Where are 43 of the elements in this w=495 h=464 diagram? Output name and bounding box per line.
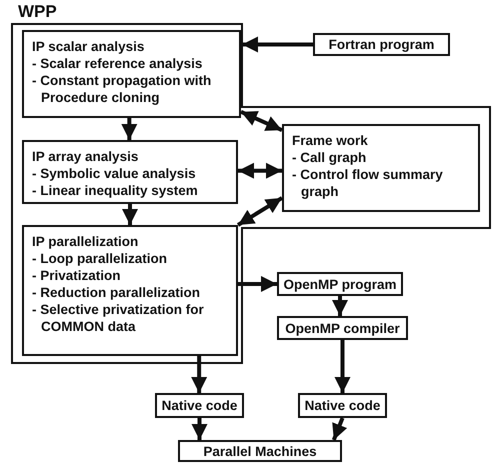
arrow (121, 118, 138, 140)
process-box (313, 33, 450, 56)
process-box (277, 272, 403, 296)
list-item: - Constant propagation with Procedure cloning (32, 72, 212, 106)
arrow (238, 276, 277, 292)
box-label: Native code (304, 397, 380, 414)
process-box (22, 30, 241, 118)
box-label: Fortran program (328, 36, 434, 53)
process-box (277, 316, 408, 340)
arrow (191, 356, 208, 393)
arrow (238, 162, 282, 179)
box-label: OpenMP compiler (285, 320, 400, 336)
box-heading: IP array analysis (32, 148, 140, 165)
box-label: OpenMP program (283, 276, 397, 292)
list-item: - Selective privatization for COMMON data (32, 301, 205, 335)
process-box (178, 440, 342, 462)
list-item: - Reduction parallelization (32, 284, 202, 301)
arrow (332, 417, 348, 441)
box-heading: Frame work (292, 132, 369, 149)
list-item: - Control flow summary graph (292, 166, 444, 200)
process-box (22, 140, 238, 204)
arrow (242, 36, 313, 52)
process-box (298, 393, 387, 418)
box-label: Native code (162, 397, 238, 414)
arrow (192, 418, 208, 440)
list-item: - Privatization (32, 267, 122, 284)
arrow (334, 340, 350, 393)
list-item: - Loop parallelization (32, 250, 168, 267)
arrow (240, 110, 283, 132)
box-label: Parallel Machines (203, 442, 317, 460)
box-heading: IP scalar analysis (32, 38, 146, 55)
list-item: - Scalar reference analysis (32, 55, 204, 72)
frame-title: WPP (18, 2, 57, 22)
arrow (332, 296, 348, 316)
arrow (236, 196, 284, 227)
list-item: - Call graph (292, 149, 368, 166)
list-item: - Linear inequality system (32, 182, 199, 199)
list-item: - Symbolic value analysis (32, 165, 197, 182)
arrow (122, 204, 138, 225)
process-box (155, 393, 244, 418)
process-box (22, 225, 238, 356)
box-heading: IP parallelization (32, 233, 140, 250)
process-box (282, 124, 480, 212)
